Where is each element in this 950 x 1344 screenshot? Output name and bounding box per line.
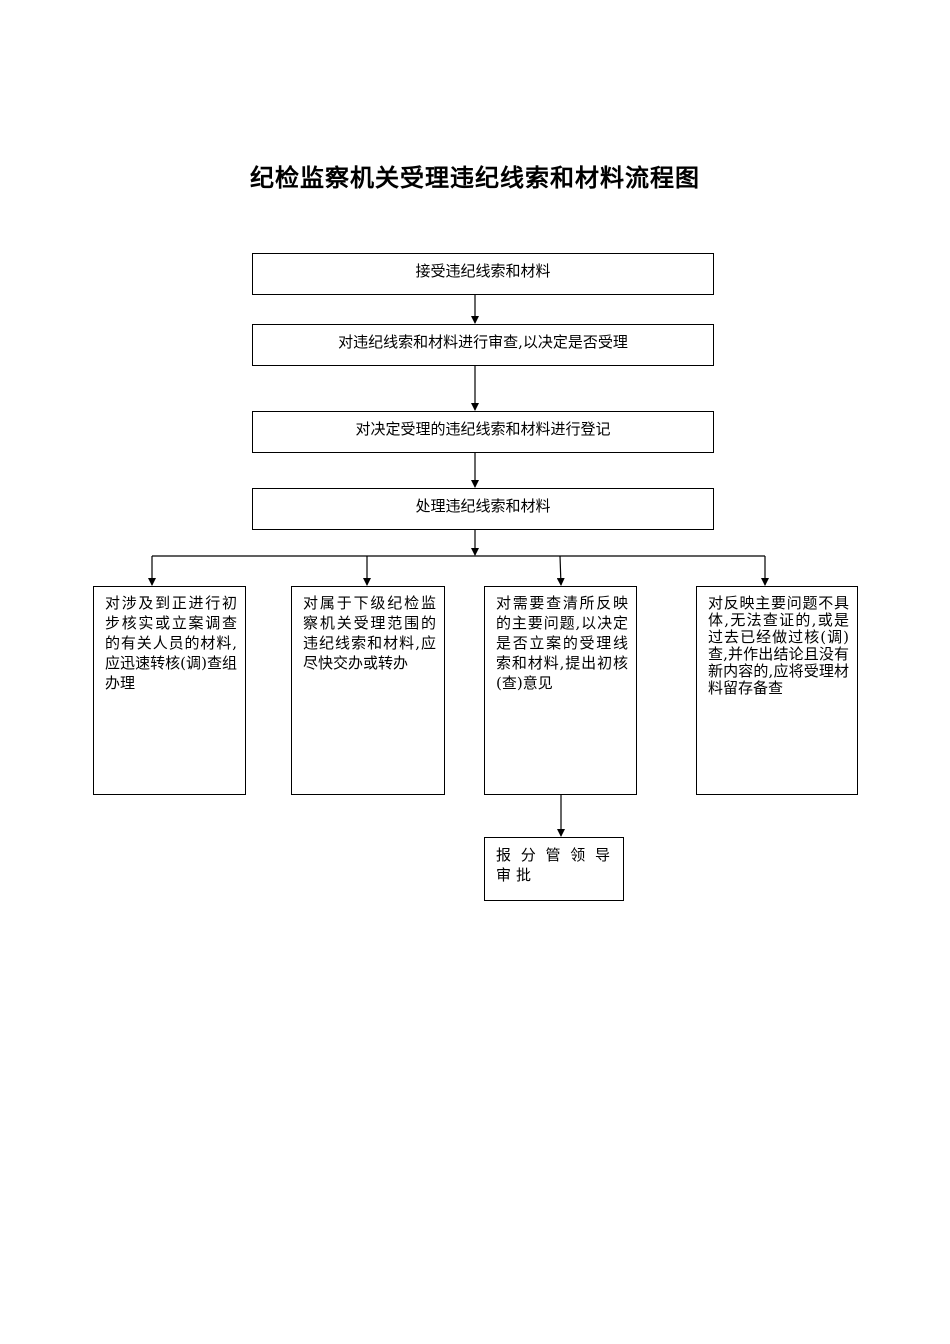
step-register-box: 对决定受理的违纪线索和材料进行登记 (252, 411, 714, 453)
branch-archive-box: 对反映主要问题不具体,无法查证的,或是过去已经做过核(调)查,并作出结论且没有新… (696, 586, 858, 795)
page-title: 纪检监察机关受理违纪线索和材料流程图 (250, 163, 700, 192)
branch-preliminary-box: 对需要查清所反映的主要问题,以决定是否立案的受理线索和材料,提出初核(查)意见 (484, 586, 637, 795)
step-receive-box: 接受违纪线索和材料 (252, 253, 714, 295)
step-review-box: 对违纪线索和材料进行审查,以决定是否受理 (252, 324, 714, 366)
branch-delegate-box: 对属于下级纪检监察机关受理范围的违纪线索和材料,应尽快交办或转办 (291, 586, 445, 795)
arrow-branch-3 (556, 555, 565, 586)
step-process-box: 处理违纪线索和材料 (252, 488, 714, 530)
branch-transfer-box: 对涉及到正进行初步核实或立案调查的有关人员的材料,应迅速转核(调)查组办理 (93, 586, 246, 795)
approval-box: 报分管领导审批 (484, 837, 624, 901)
